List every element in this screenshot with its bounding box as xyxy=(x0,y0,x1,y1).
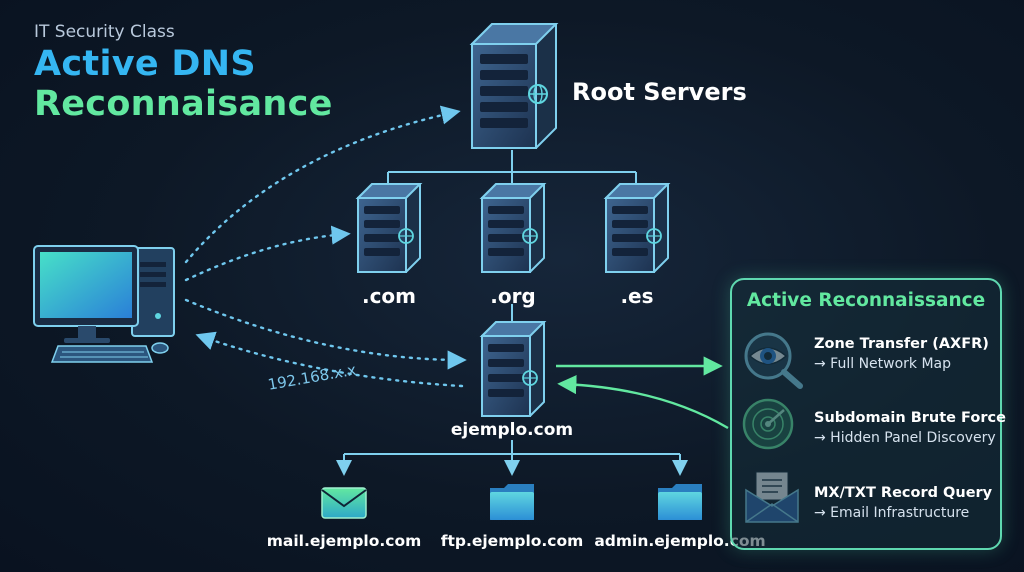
root-servers-label: Root Servers xyxy=(572,78,747,106)
admin-folder-icon xyxy=(658,484,702,520)
technique-title-mxtxt: MX/TXT Record Query xyxy=(814,485,993,501)
technique-detail-mxtxt: → Email Infrastructure xyxy=(814,505,970,521)
tld-label-com: .com xyxy=(361,284,417,308)
active-recon-panel: Active Reconnaissance Zone Transfer (AXF… xyxy=(730,278,1006,550)
tld-label-org: .org xyxy=(490,284,536,308)
panel-arrows xyxy=(556,356,729,430)
query-arrows xyxy=(184,105,467,388)
domain-server-icon xyxy=(479,321,547,417)
subdomain-label-admin: admin.ejemplo.com xyxy=(594,532,766,550)
course-subtitle: IT Security Class xyxy=(34,22,175,42)
tld-server-es-icon xyxy=(603,183,671,273)
root-server-icon xyxy=(469,23,559,149)
domain-to-subdomain-lines xyxy=(336,440,688,476)
tld-label-es: .es xyxy=(620,284,654,308)
subdomain-label-mail: mail.ejemplo.com xyxy=(266,532,422,550)
page-title-line2: Reconnaisance xyxy=(34,84,333,124)
client-computer-icon xyxy=(33,245,175,363)
technique-detail-axfr: → Full Network Map xyxy=(814,356,952,372)
tld-server-org-icon xyxy=(479,183,547,273)
page-title-line1: Active DNS xyxy=(34,44,256,84)
technique-title-bruteforce: Subdomain Brute Force xyxy=(814,410,1006,426)
panel-title: Active Reconnaissance xyxy=(746,290,986,311)
root-to-tld-lines xyxy=(387,150,637,188)
mail-envelope-icon xyxy=(321,487,367,519)
technique-title-axfr: Zone Transfer (AXFR) xyxy=(814,336,989,352)
domain-label: ejemplo.com xyxy=(450,420,574,440)
tld-server-com-icon xyxy=(355,183,423,273)
ftp-folder-icon xyxy=(490,484,534,520)
technique-detail-bruteforce: → Hidden Panel Discovery xyxy=(814,430,996,446)
subdomain-label-ftp: ftp.ejemplo.com xyxy=(440,532,584,550)
